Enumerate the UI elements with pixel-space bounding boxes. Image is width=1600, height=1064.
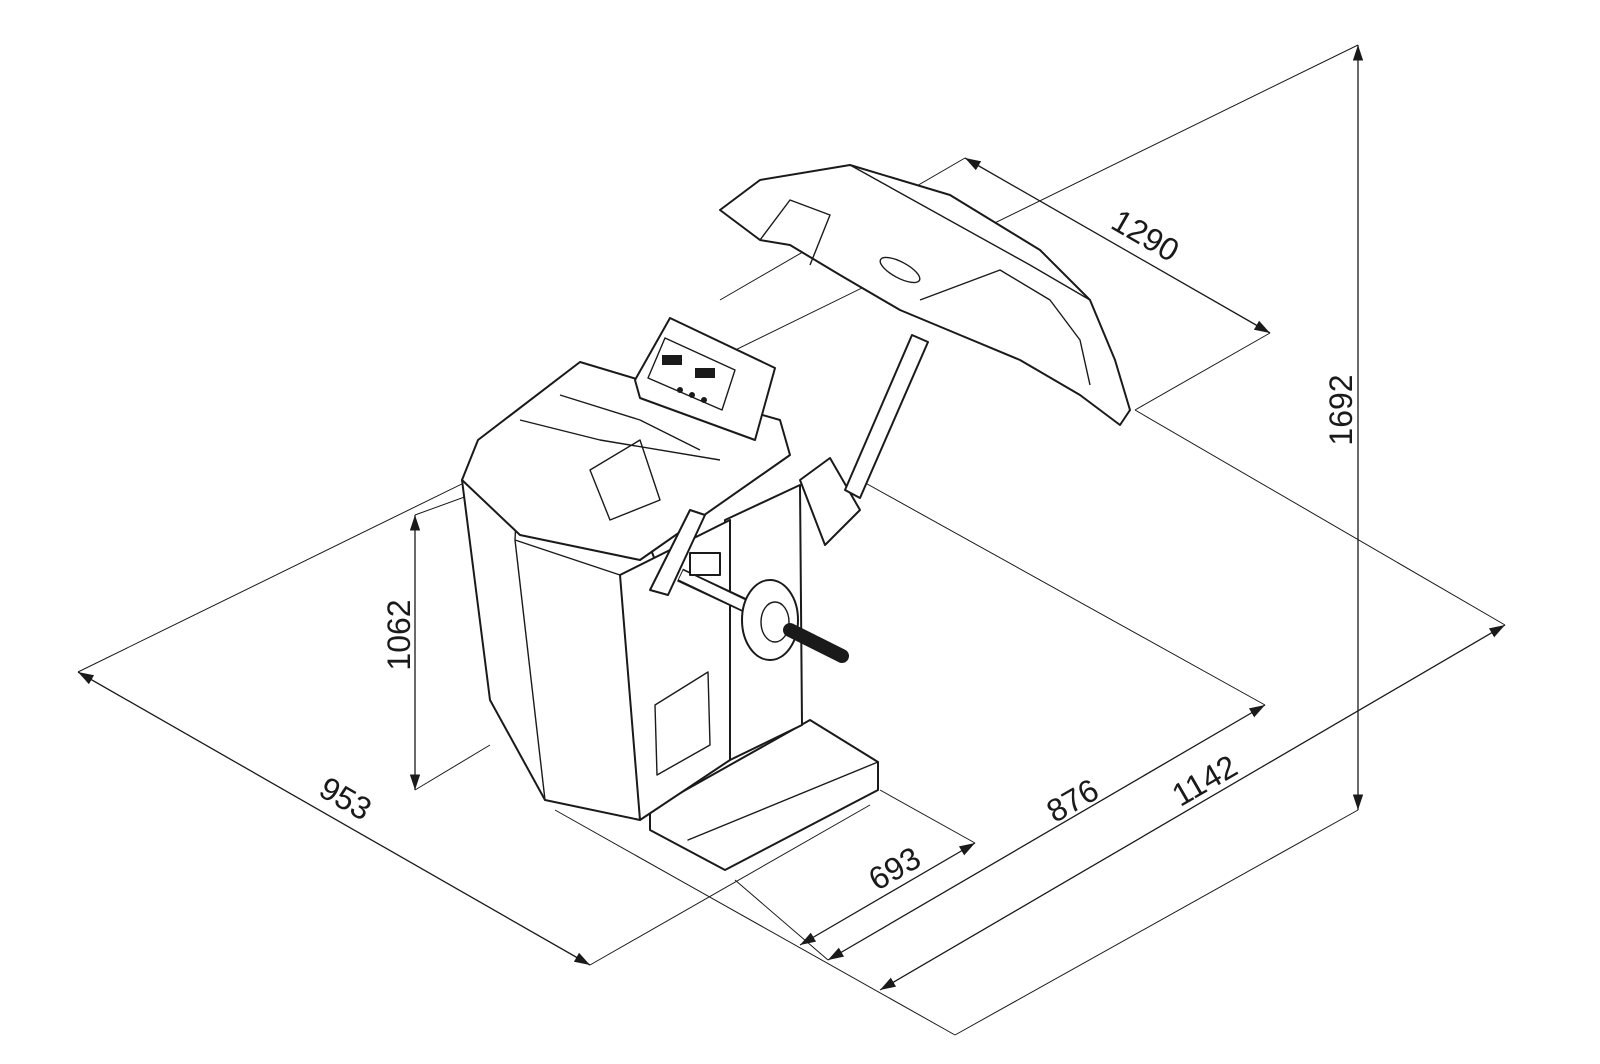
label-1142: 1142: [1166, 748, 1244, 814]
machine: [461, 164, 1131, 871]
dim-line-876: [827, 704, 1266, 961]
label-876: 876: [1040, 772, 1104, 830]
hood-pivot: [799, 457, 861, 546]
dim-line-1142: [879, 624, 1506, 991]
dim-line-953: [77, 671, 591, 966]
dimension-lines: [77, 45, 1506, 991]
display-console: [634, 317, 776, 441]
wheel-guard-hood: [719, 164, 1131, 426]
distance-gauge-arm: [649, 509, 706, 596]
label-953: 953: [313, 770, 377, 828]
wheel-flange: [741, 579, 799, 661]
hood-handle-slot: [879, 256, 921, 284]
label-1692: 1692: [1323, 374, 1359, 445]
label-1290: 1290: [1106, 202, 1186, 269]
label-1062: 1062: [381, 599, 417, 670]
threaded-shaft: [783, 623, 849, 663]
access-panel: [654, 671, 711, 776]
dim-line-1290: [964, 157, 1271, 334]
label-693: 693: [862, 840, 926, 898]
display-panel: [647, 337, 736, 411]
hood-arm: [844, 334, 929, 499]
display-buttons: [662, 355, 715, 403]
